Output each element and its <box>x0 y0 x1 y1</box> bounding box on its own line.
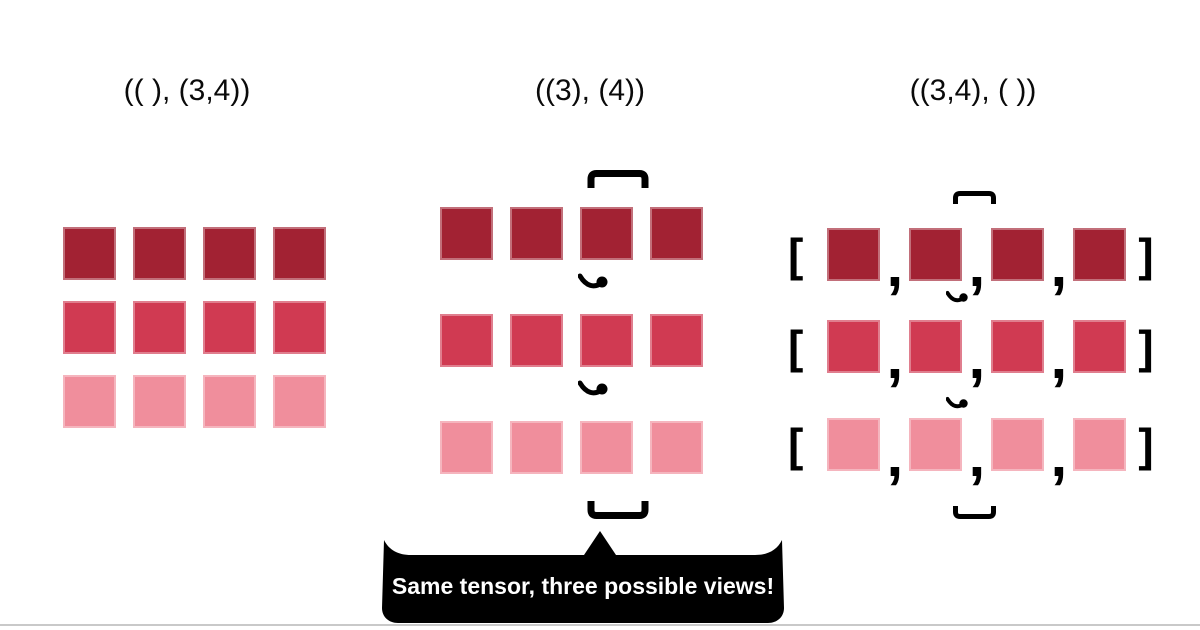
caption-text: Same tensor, three possible views! <box>392 573 774 599</box>
shape-label-middle: ((3), (4)) <box>535 74 645 107</box>
tensor-cell <box>440 314 493 367</box>
comma-separator: , <box>968 232 986 299</box>
shape-label-left: (( ), (3,4)) <box>123 74 251 107</box>
vector-row-1 <box>440 207 703 260</box>
tensor-cell <box>273 301 326 354</box>
tensor-cell <box>650 207 703 260</box>
list-cells-3: ,,, <box>827 418 1127 486</box>
row-separator-comma-icon <box>946 397 968 409</box>
tensor-cell <box>827 418 881 471</box>
tensor-cell <box>827 228 881 281</box>
tensor-cell <box>510 314 563 367</box>
tensor-cell <box>440 421 493 474</box>
shape-label-right: ((3,4), ( )) <box>909 74 1037 107</box>
comma-separator: , <box>968 422 986 489</box>
tensor-cell <box>991 418 1045 471</box>
tensor-cell <box>273 227 326 280</box>
tensor-cell <box>63 301 116 354</box>
speech-bubble: Same tensor, three possible views! <box>382 531 784 623</box>
comma-separator: , <box>886 422 904 489</box>
list-cells-1: ,,, <box>827 228 1127 296</box>
left-bracket: [ <box>788 320 804 373</box>
tensor-cell <box>909 320 963 373</box>
tensor-cell <box>510 207 563 260</box>
tensor-cell <box>273 375 326 428</box>
left-bracket: [ <box>788 228 804 281</box>
comma-separator: , <box>1050 324 1068 391</box>
tensor-cell <box>1073 418 1127 471</box>
tensor-cell <box>1073 228 1127 281</box>
tensor-cell <box>203 375 256 428</box>
bottom-bracket-icon <box>953 506 996 519</box>
matrix-row-2 <box>63 301 326 354</box>
tensor-cell <box>580 421 633 474</box>
row-separator-comma-icon <box>578 273 608 289</box>
list-cells-2: ,,, <box>827 320 1127 388</box>
tensor-cell <box>133 301 186 354</box>
tensor-cell <box>133 227 186 280</box>
tensor-cell <box>909 228 963 281</box>
top-bracket-icon <box>953 191 996 204</box>
comma-separator: , <box>968 324 986 391</box>
tensor-cell <box>203 301 256 354</box>
panel-matrix-view <box>63 227 326 428</box>
vector-row-3 <box>440 421 703 474</box>
right-bracket: ] <box>1138 228 1154 281</box>
tensor-cell <box>827 320 881 373</box>
list-row-3: [ ,,, ] <box>788 418 1154 486</box>
matrix-row-1 <box>63 227 326 280</box>
tensor-cell <box>203 227 256 280</box>
tensor-cell <box>63 375 116 428</box>
comma-separator: , <box>886 324 904 391</box>
tensor-cell <box>991 320 1045 373</box>
tensor-cell <box>650 314 703 367</box>
bottom-divider <box>0 624 1200 626</box>
comma-separator: , <box>1050 232 1068 299</box>
tensor-cell <box>580 207 633 260</box>
row-separator-comma-icon <box>578 380 608 396</box>
speech-bubble-shape <box>382 531 784 623</box>
comma-separator: , <box>886 232 904 299</box>
bottom-bracket-icon <box>587 501 649 519</box>
left-bracket: [ <box>788 418 804 471</box>
vector-row-2 <box>440 314 703 367</box>
list-row-2: [ ,,, ] <box>788 320 1154 388</box>
right-bracket: ] <box>1138 320 1154 373</box>
tensor-cell <box>440 207 493 260</box>
tensor-cell <box>1073 320 1127 373</box>
list-row-1: [ ,,, ] <box>788 228 1154 296</box>
tensor-cell <box>63 227 116 280</box>
matrix-row-3 <box>63 375 326 428</box>
tensor-cell <box>510 421 563 474</box>
top-bracket-icon <box>587 170 649 188</box>
row-separator-comma-icon <box>946 291 968 303</box>
tensor-cell <box>133 375 186 428</box>
tensor-cell <box>991 228 1045 281</box>
tensor-cell <box>580 314 633 367</box>
comma-separator: , <box>1050 422 1068 489</box>
tensor-cell <box>650 421 703 474</box>
tensor-cell <box>909 418 963 471</box>
right-bracket: ] <box>1138 418 1154 471</box>
